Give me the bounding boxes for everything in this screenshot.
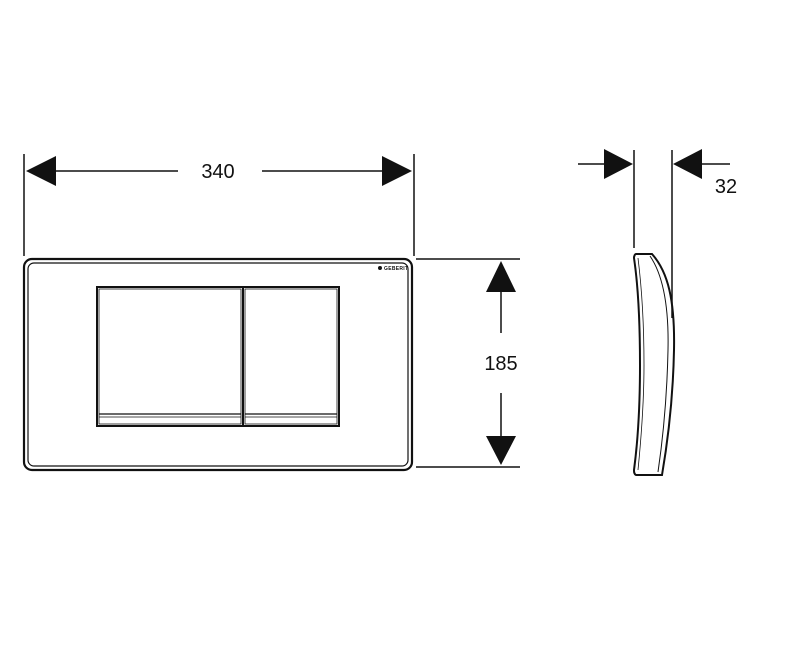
depth-dimension-label: 32 bbox=[715, 176, 737, 198]
height-dimension bbox=[416, 258, 520, 468]
width-arrowhead-left bbox=[26, 156, 56, 186]
width-arrowhead-right bbox=[382, 156, 412, 186]
width-dimension-label: 340 bbox=[201, 161, 234, 183]
depth-arrowhead-left bbox=[604, 149, 633, 179]
depth-dimension bbox=[578, 149, 730, 318]
side-profile-inner-curve bbox=[649, 255, 669, 473]
height-arrowhead-top bbox=[486, 261, 516, 292]
plate-inner-outline bbox=[27, 262, 409, 467]
plate-outline bbox=[22, 257, 414, 472]
front-view bbox=[22, 257, 414, 472]
large-flush-button bbox=[96, 286, 244, 427]
side-profile-outline bbox=[632, 253, 676, 476]
small-flush-button bbox=[242, 286, 340, 427]
brand-logo: GEBERIT bbox=[378, 266, 408, 272]
height-dimension-label: 185 bbox=[484, 353, 517, 375]
logo-mark-icon bbox=[378, 266, 382, 270]
large-flush-button-inner bbox=[98, 288, 242, 425]
side-view bbox=[632, 253, 676, 476]
depth-arrowhead-right bbox=[673, 149, 702, 179]
side-profile-face-curve bbox=[637, 257, 645, 471]
logo-text: GEBERIT bbox=[384, 266, 408, 272]
width-dimension bbox=[23, 154, 415, 256]
height-arrowhead-bottom bbox=[486, 436, 516, 465]
small-flush-button-inner bbox=[244, 288, 338, 425]
